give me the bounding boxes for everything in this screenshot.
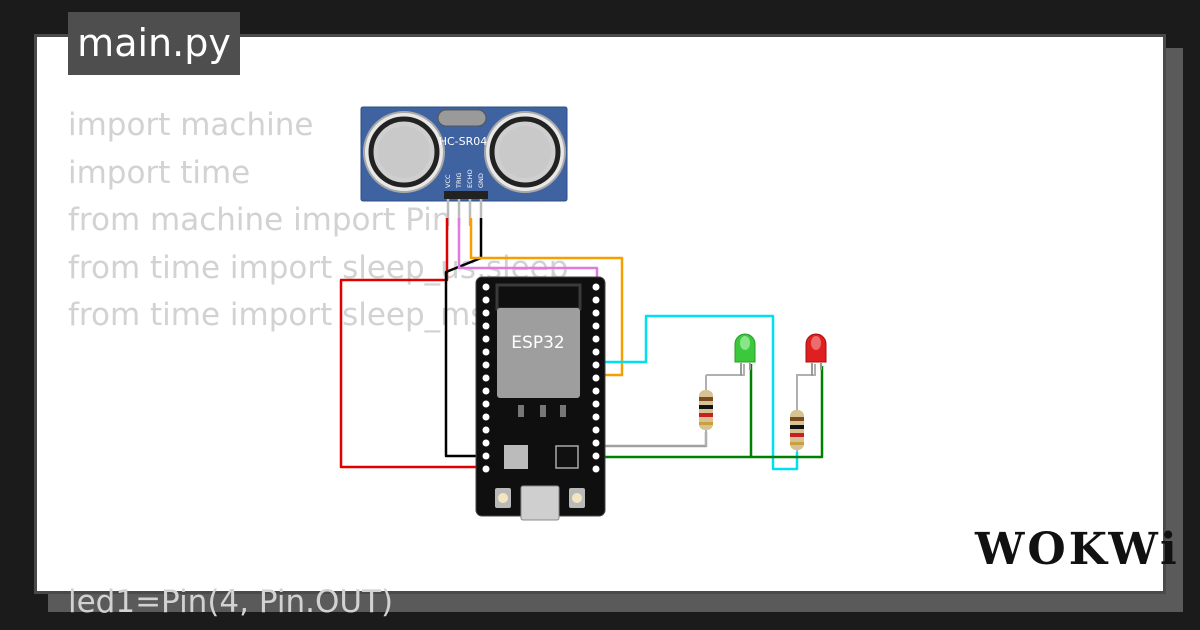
- pin-label-vcc: VCC: [444, 174, 452, 188]
- red-led[interactable]: [805, 333, 827, 376]
- esp32-board[interactable]: ESP32: [475, 276, 606, 521]
- code-line: import machine: [68, 107, 314, 143]
- resistor-2[interactable]: [790, 364, 816, 452]
- ultrasonic-sensor[interactable]: HC-SR04 VCC TRIG ECHO GND: [360, 106, 568, 226]
- pin-label-echo: ECHO: [466, 169, 474, 188]
- pin-label-gnd: GND: [477, 173, 485, 188]
- code-line: import time: [68, 154, 251, 191]
- smd-components: [504, 405, 579, 469]
- transducer-right-icon: [484, 111, 566, 193]
- vcc-wire[interactable]: [339, 218, 483, 469]
- ground-return-wire[interactable]: [598, 366, 824, 459]
- wires: [339, 218, 824, 471]
- echo-wire[interactable]: [469, 218, 624, 377]
- pin-headers-left: [482, 283, 490, 473]
- code-preview: import machine import time from machine …: [68, 102, 568, 340]
- gnd-wire[interactable]: [444, 218, 483, 458]
- transducer-left-icon: [363, 111, 445, 193]
- usb-port-icon: [520, 485, 560, 521]
- led-signal-wire[interactable]: [598, 314, 799, 471]
- boot-button-icon[interactable]: [495, 488, 511, 508]
- wokwi-logo: WOKWi: [975, 524, 1180, 575]
- pin-label-trig: TRIG: [455, 173, 463, 189]
- sensor-label: HC-SR04: [439, 135, 488, 148]
- board-label: ESP32: [511, 333, 564, 353]
- code-line: from machine import Pin: [68, 202, 452, 238]
- resistor-link-wire[interactable]: [598, 432, 708, 448]
- resistor-1[interactable]: [699, 364, 745, 446]
- green-led[interactable]: [734, 333, 756, 376]
- file-tab-main[interactable]: main.py: [68, 12, 240, 75]
- reset-button-icon[interactable]: [569, 488, 585, 508]
- pin-headers-right: [592, 283, 600, 473]
